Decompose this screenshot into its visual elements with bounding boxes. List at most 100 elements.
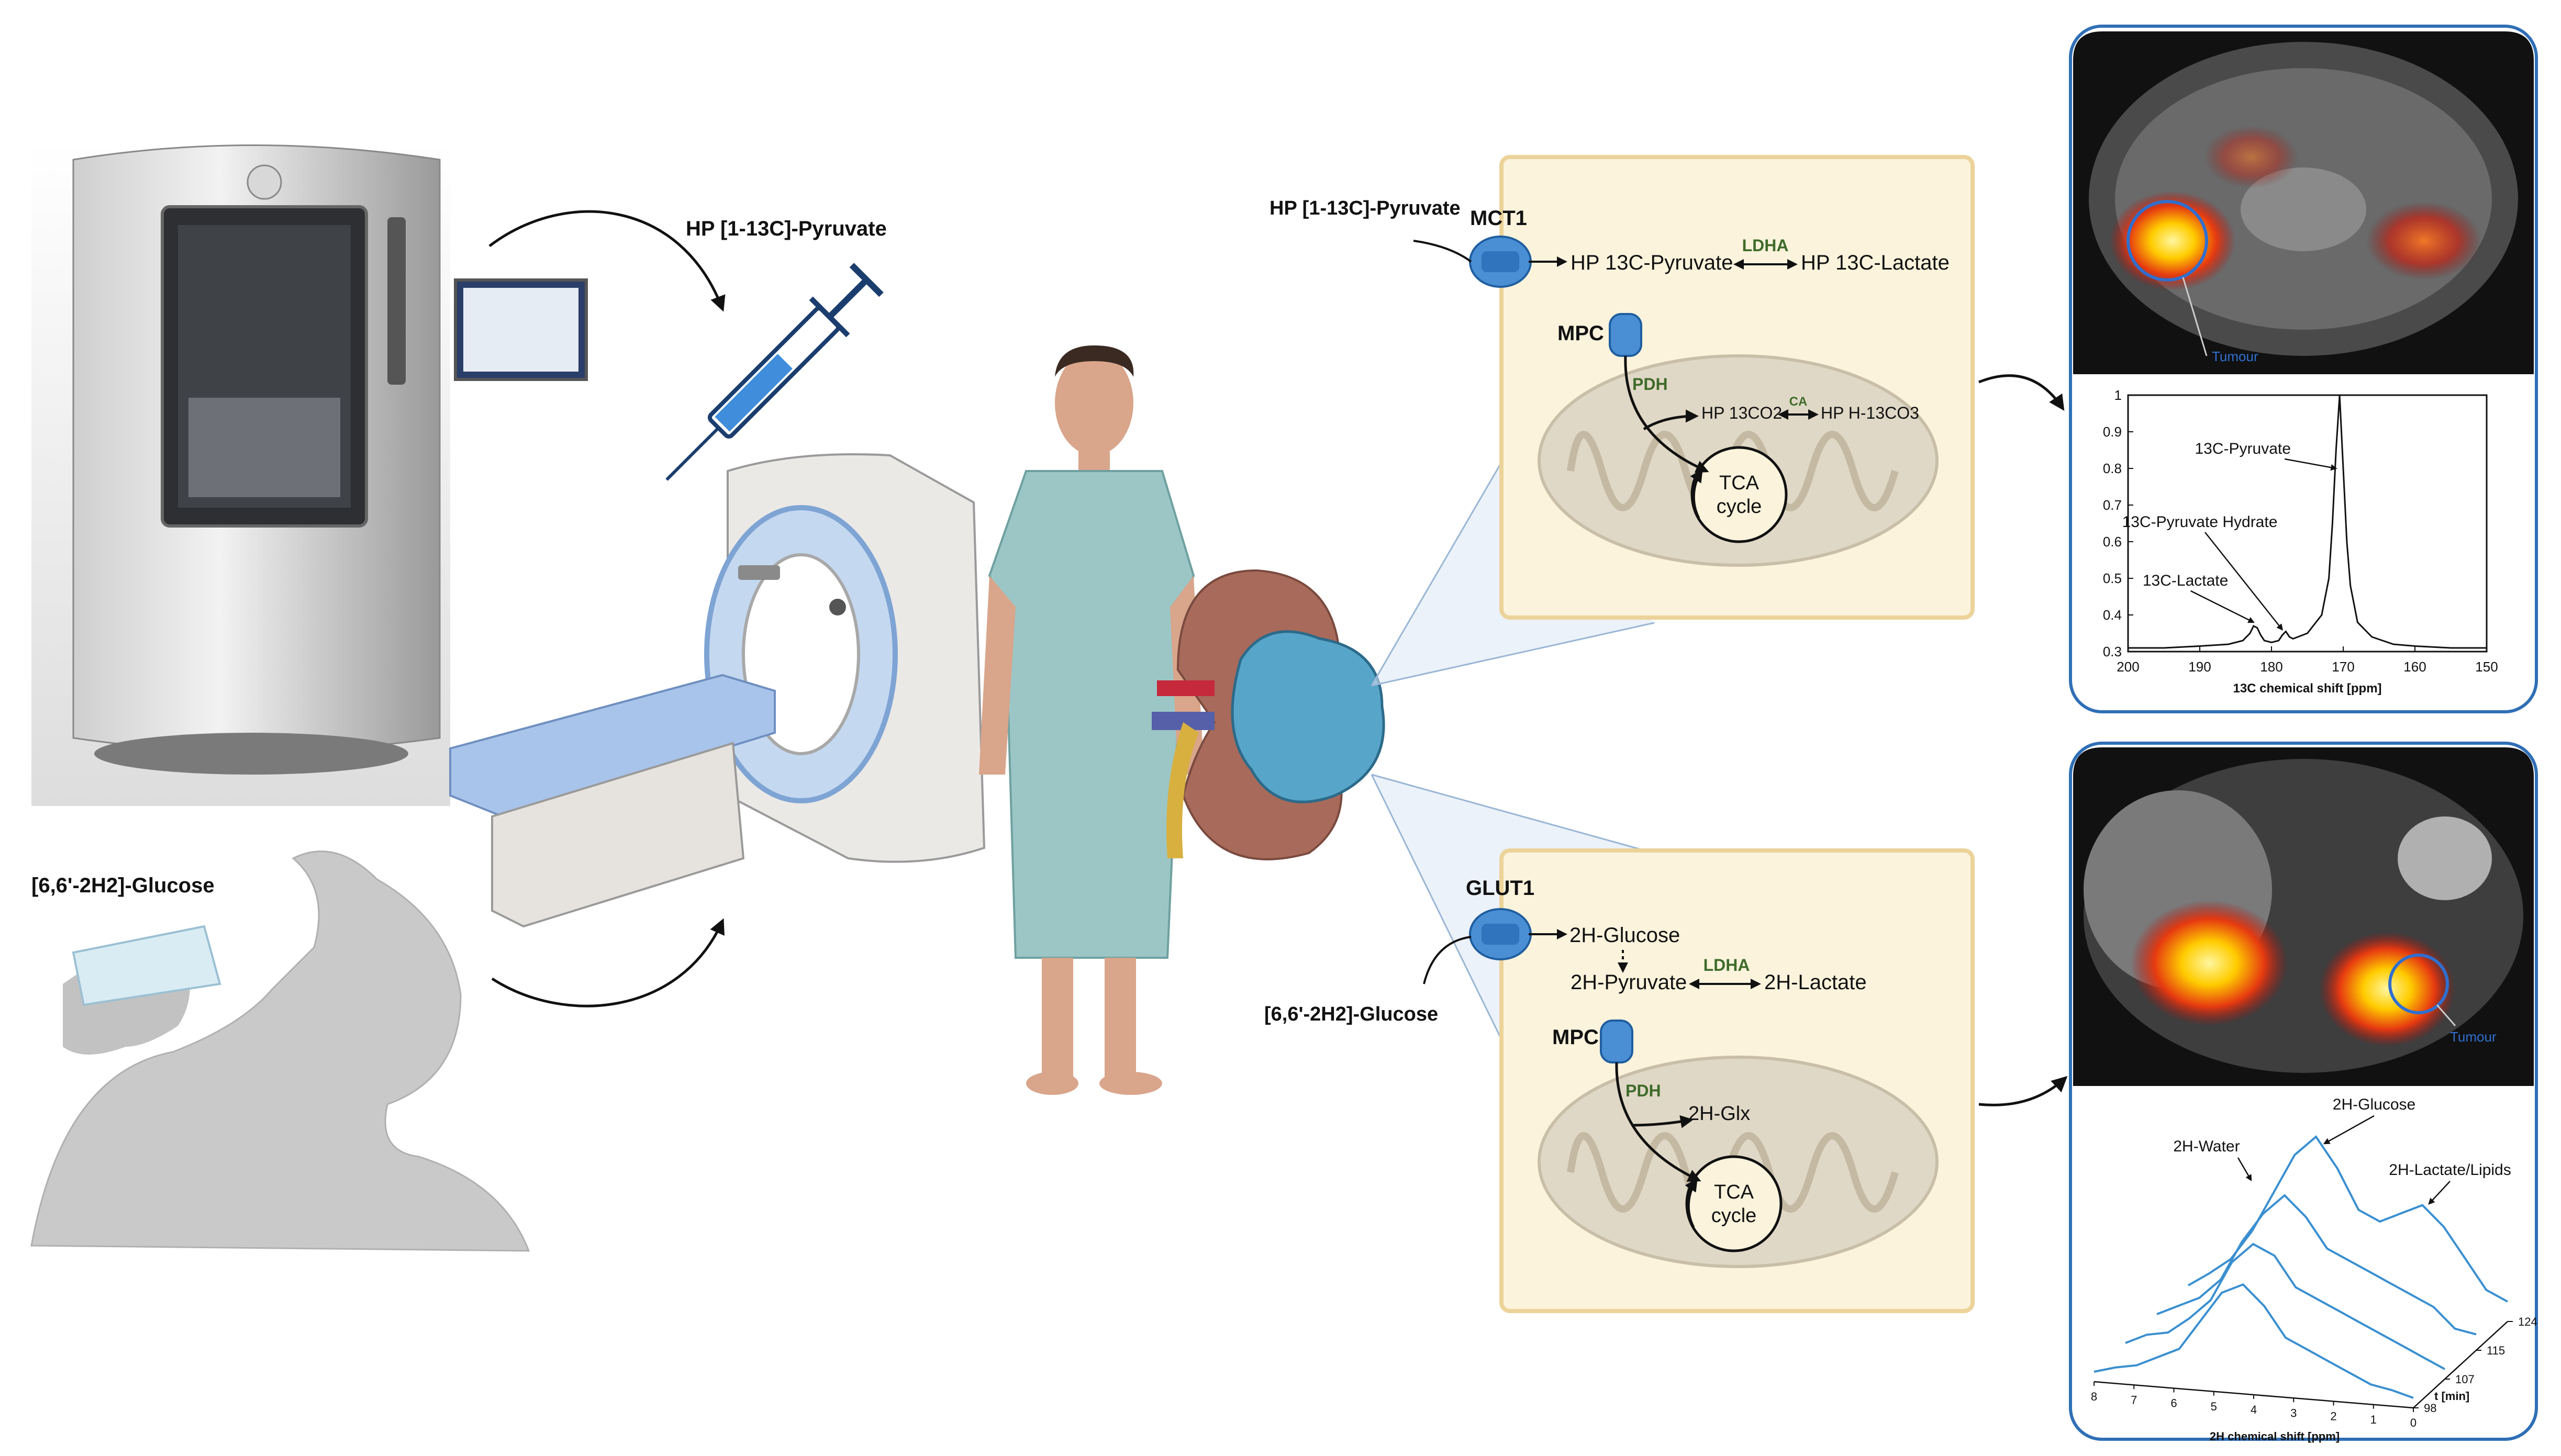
tca-label-top-1: TCA bbox=[1719, 472, 1760, 494]
label-ca: CA bbox=[1789, 395, 1808, 409]
label-pyruvate-syringe: HP [1-13C]-Pyruvate bbox=[686, 217, 887, 240]
label-ldha-bottom: LDHA bbox=[1703, 956, 1750, 975]
x-tick-label: 180 bbox=[2260, 659, 2282, 675]
arrow-to-glucose-results bbox=[1978, 1076, 2068, 1106]
x-tick-label: 6 bbox=[2170, 1397, 2177, 1410]
spectrum-trace-98 bbox=[2094, 1283, 2414, 1399]
x-tick-label: 2 bbox=[2330, 1410, 2336, 1423]
tca-label-bottom-2: cycle bbox=[1711, 1205, 1757, 1227]
x-tick-label: 1 bbox=[2370, 1413, 2377, 1426]
t-axis-label: t [min] bbox=[2434, 1390, 2469, 1403]
spectrum-trace-107 bbox=[2125, 1242, 2445, 1370]
t-tick-label: 115 bbox=[2487, 1344, 2505, 1357]
y-tick-label: 0.5 bbox=[2103, 570, 2122, 586]
y-tick-label: 0.8 bbox=[2103, 461, 2122, 476]
x-tick-label: 7 bbox=[2131, 1393, 2137, 1406]
glass-icon bbox=[72, 925, 221, 1006]
label-glut1: GLUT1 bbox=[1466, 877, 1534, 900]
peak-arrow-2 bbox=[2190, 590, 2255, 623]
y-tick-label: 0.3 bbox=[2103, 644, 2122, 659]
mpc-transporter-icon-top bbox=[1609, 313, 1642, 357]
y-tick-label: 0.4 bbox=[2103, 607, 2122, 623]
polarizer-machine bbox=[31, 141, 588, 806]
t-floor-axis bbox=[2413, 1321, 2508, 1408]
spectrum-trace-124 bbox=[2188, 1135, 2508, 1303]
label-hp-lactate: HP 13C-Lactate bbox=[1801, 251, 1950, 274]
x-tick-label: 4 bbox=[2251, 1403, 2257, 1416]
tumour-label-bottom: Tumour bbox=[2450, 1029, 2497, 1045]
mri-image-pyruvate: Tumour bbox=[2073, 31, 2534, 374]
tumour-icon bbox=[1231, 630, 1385, 803]
label-glucose-drink: [6,6'-2H2]-Glucose bbox=[31, 874, 215, 897]
label-ldha-top: LDHA bbox=[1742, 236, 1789, 255]
label-mpc-top: MPC bbox=[1557, 322, 1604, 345]
label-pyruvate-entry: HP [1-13C]-Pyruvate bbox=[1270, 197, 1461, 219]
label-pdh-top: PDH bbox=[1632, 375, 1668, 394]
mri-scanner bbox=[449, 453, 986, 928]
glucose-results-card: Tumour 8 7 6 5 4 3 2 1 0 2H chemical shift [ppm] 9… bbox=[2069, 742, 2538, 1443]
syringe-icon bbox=[665, 263, 884, 481]
kidney-with-tumour bbox=[1152, 569, 1385, 860]
label-2h-pyruvate: 2H-Pyruvate bbox=[1571, 971, 1687, 994]
label-hp-pyruvate: HP 13C-Pyruvate bbox=[1571, 251, 1733, 274]
peak-annotation-1: 13C-Pyruvate Hydrate bbox=[2122, 513, 2278, 531]
peak-annotation-2: 2H-Lactate/Lipids bbox=[2389, 1161, 2511, 1179]
mpc-transporter-icon-bottom bbox=[1600, 1020, 1633, 1063]
tca-label-top-2: cycle bbox=[1717, 496, 1762, 518]
arrow-polarizer-to-syringe bbox=[488, 210, 726, 312]
tumour-label-top: Tumour bbox=[2212, 349, 2258, 364]
x-tick-label: 0 bbox=[2410, 1416, 2417, 1429]
label-2h-lactate: 2H-Lactate bbox=[1764, 971, 1867, 994]
arrow-person-to-mri bbox=[491, 918, 725, 1007]
panel-pyruvate-metabolism: TCA cycle MCT1 HP [1-13C]-Pyruvate HP 13… bbox=[1270, 155, 1975, 620]
label-glucose-entry: [6,6'-2H2]-Glucose bbox=[1264, 1003, 1438, 1025]
plot-frame bbox=[2127, 394, 2488, 653]
x-tick-label: 160 bbox=[2403, 659, 2426, 675]
spectrum-line bbox=[2128, 395, 2487, 649]
peak-arrow-2 bbox=[2428, 1181, 2451, 1205]
t-tick-label: 124 bbox=[2518, 1315, 2537, 1328]
mct1-transporter-icon bbox=[1469, 236, 1532, 288]
y-tick-label: 0.6 bbox=[2103, 534, 2122, 550]
panel-glucose-metabolism: TCA cycle GLUT1 [6,6'-2H2]-Glucose 2H-Gl… bbox=[1264, 848, 1975, 1313]
peak-arrow-1 bbox=[2323, 1115, 2375, 1145]
person-drinking bbox=[30, 850, 530, 1252]
x-tick-label: 150 bbox=[2475, 659, 2498, 675]
arrow-to-pyruvate-results bbox=[1978, 374, 2065, 411]
label-2h-glucose: 2H-Glucose bbox=[1569, 924, 1680, 947]
x-tick-label: 200 bbox=[2117, 659, 2139, 675]
y-tick-label: 1 bbox=[2114, 387, 2122, 403]
label-pdh-bottom: PDH bbox=[1625, 1081, 1661, 1100]
x-tick-label: 170 bbox=[2332, 659, 2354, 675]
peak-annotation-1: 2H-Glucose bbox=[2333, 1096, 2415, 1113]
label-2h-glx: 2H-Glx bbox=[1688, 1103, 1750, 1125]
x-tick-label: 8 bbox=[2091, 1390, 2097, 1403]
peak-annotation-2: 13C-Lactate bbox=[2143, 572, 2228, 589]
t-tick-label: 107 bbox=[2455, 1373, 2475, 1386]
peak-annotation-0: 13C-Pyruvate bbox=[2195, 440, 2290, 457]
t-tick-label: 98 bbox=[2424, 1402, 2436, 1415]
x-axis-label: 13C chemical shift [ppm] bbox=[2233, 681, 2381, 696]
y-tick-label: 0.9 bbox=[2103, 424, 2122, 440]
y-tick-label: 0.7 bbox=[2103, 497, 2122, 513]
peak-annotation-0: 2H-Water bbox=[2173, 1138, 2240, 1155]
peak-arrow-1 bbox=[2204, 532, 2284, 631]
x-tick-label: 190 bbox=[2188, 659, 2211, 675]
label-mpc-bottom: MPC bbox=[1552, 1026, 1599, 1049]
x-tick-label: 3 bbox=[2290, 1406, 2297, 1419]
deuterium-spectrum-chart: 8 7 6 5 4 3 2 1 0 2H chemical shift [ppm] 98 107 115… bbox=[2091, 1096, 2537, 1443]
label-hp-co2: HP 13CO2 bbox=[1701, 404, 1782, 422]
label-mct1: MCT1 bbox=[1470, 207, 1527, 230]
peak-arrow-0 bbox=[2284, 458, 2337, 471]
label-hp-bicarbonate: HP H-13CO3 bbox=[1821, 404, 1919, 422]
pyruvate-spectrum-chart: 200 190 180 170 160 150 0.3 0.4 0.5 0.6 0.7 0.8 0.9 1… bbox=[2103, 387, 2498, 696]
tca-label-bottom-1: TCA bbox=[1714, 1181, 1754, 1203]
glut1-transporter-icon bbox=[1469, 908, 1532, 960]
x-tick-label: 5 bbox=[2211, 1400, 2217, 1413]
x-axis-label: 2H chemical shift [ppm] bbox=[2210, 1430, 2340, 1443]
spectrum-trace-115 bbox=[2156, 1194, 2477, 1336]
peak-arrow-0 bbox=[2237, 1157, 2252, 1182]
mri-image-glucose: Tumour bbox=[2073, 747, 2534, 1086]
pyruvate-results-card: Tumour 200 190 180 170 160 150 0.3 0.4 0.5 0.6 0.7… bbox=[2069, 25, 2538, 713]
